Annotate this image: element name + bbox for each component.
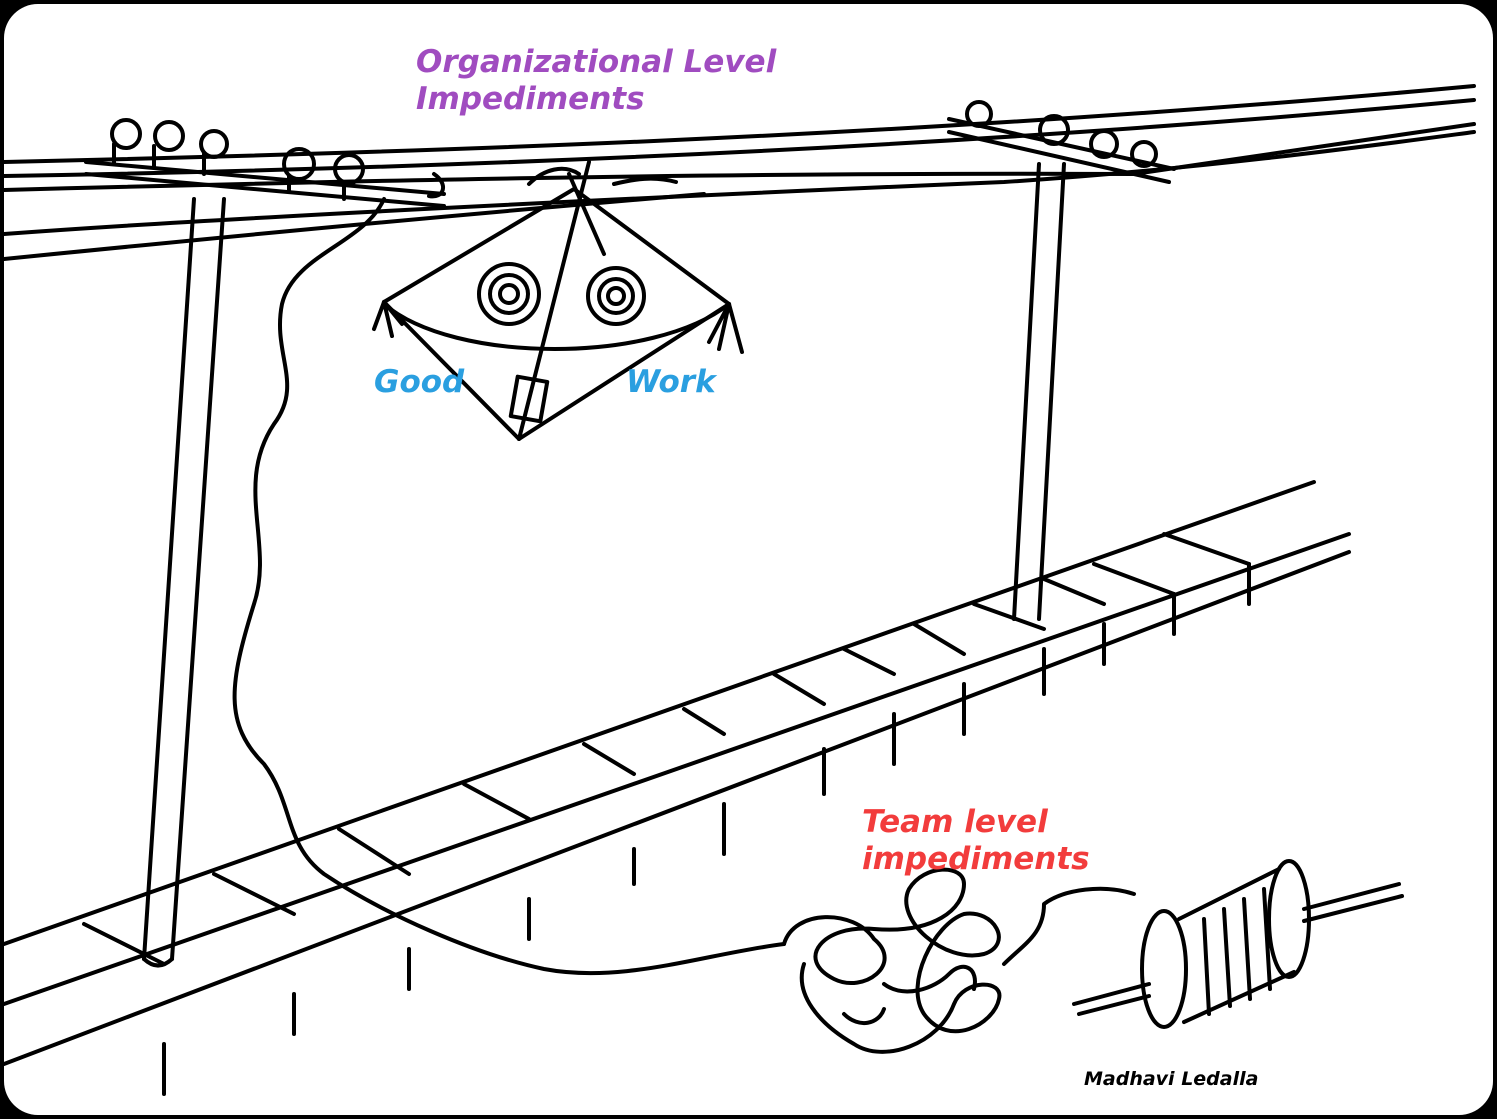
org-label-line1: Organizational Level: [416, 44, 777, 80]
kite: [372, 160, 744, 441]
tangled-string: [782, 867, 1136, 1054]
good-label: Good: [374, 364, 465, 400]
team-label-line2: impediments: [862, 840, 1090, 877]
kite-string: [232, 197, 786, 976]
brick-footpath: [4, 480, 1351, 1096]
team-level-impediments-label: Team level impediments: [862, 804, 1090, 877]
string-reel: [1072, 859, 1404, 1029]
author-signature: Madhavi Ledalla: [1084, 1068, 1259, 1090]
team-label-line1: Team level: [862, 804, 1048, 840]
organizational-level-impediments-label: Organizational Level Impediments: [416, 44, 776, 117]
kite-on-power-line-illustration: [4, 84, 1476, 1096]
org-label-line2: Impediments: [416, 80, 645, 117]
right-pole: [947, 100, 1176, 621]
illustration-frame: Organizational Level Impediments Good Wo…: [4, 4, 1493, 1115]
work-label: Work: [626, 364, 716, 400]
